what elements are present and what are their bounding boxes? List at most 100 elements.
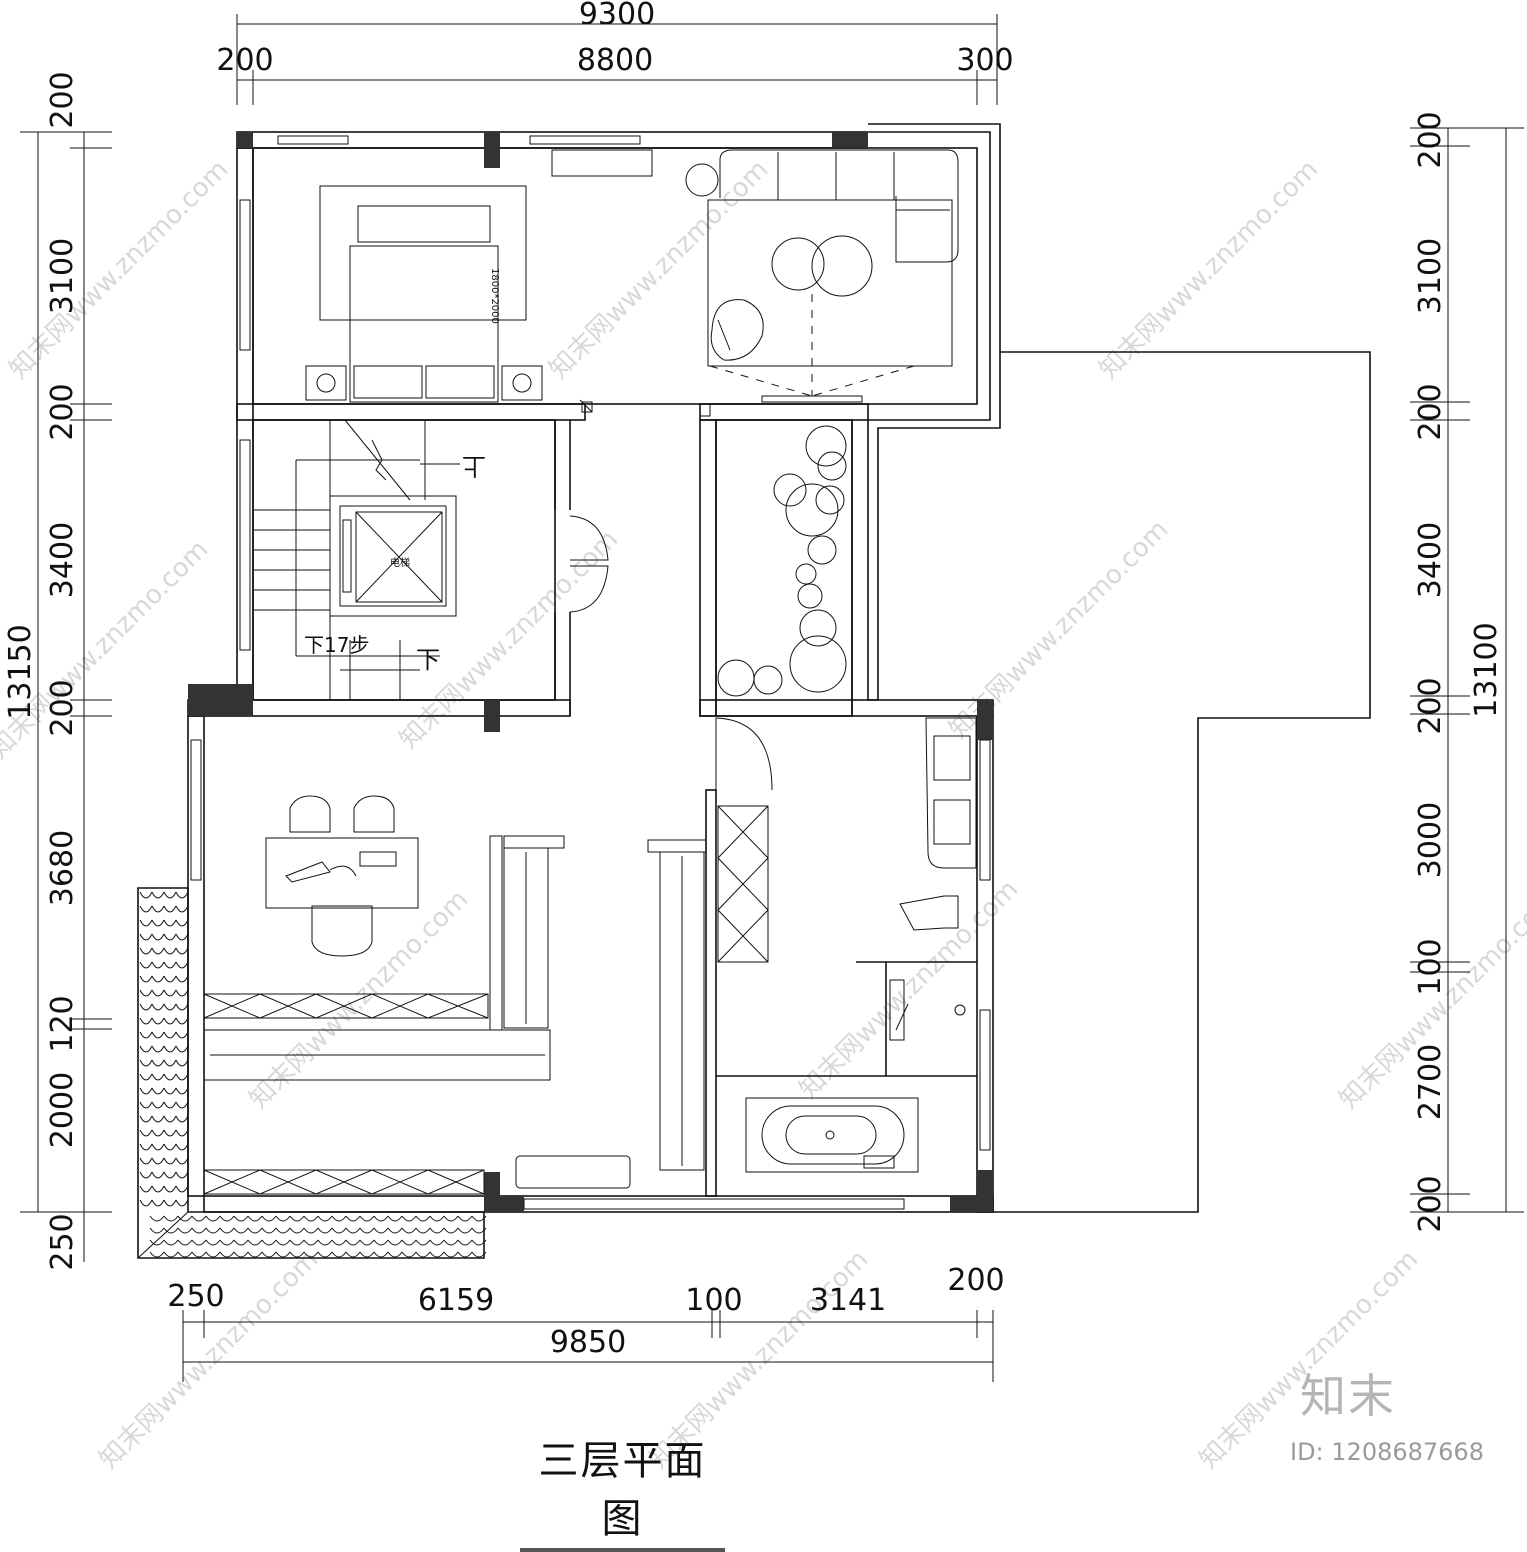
roof-tile bbox=[275, 1239, 291, 1246]
roof-tile bbox=[317, 1251, 333, 1258]
dim-right-seg: 2700 bbox=[1413, 1044, 1448, 1120]
roof-tile bbox=[163, 1031, 177, 1039]
roof-tile bbox=[177, 1227, 193, 1234]
dim-right-seg: 200 bbox=[1413, 383, 1448, 440]
roof-tile bbox=[401, 1227, 417, 1234]
roof-tile bbox=[139, 1171, 153, 1179]
roof-tile bbox=[415, 1251, 431, 1258]
roof-tile bbox=[151, 1115, 165, 1123]
roof-tile bbox=[345, 1227, 361, 1234]
roof-tile bbox=[163, 1045, 177, 1053]
roof-tile bbox=[139, 961, 153, 969]
roof-tile bbox=[359, 1227, 375, 1234]
roof-tile bbox=[163, 1239, 179, 1246]
roof-tile bbox=[219, 1251, 235, 1258]
dim-left-overall: 13150 bbox=[3, 624, 38, 719]
roof-tile bbox=[175, 905, 189, 913]
roof-tile bbox=[429, 1227, 445, 1234]
dim-bottom-a: 250 bbox=[167, 1279, 224, 1314]
roof-tile bbox=[151, 989, 165, 997]
roof-tile bbox=[233, 1215, 249, 1222]
roof-tile bbox=[191, 1215, 207, 1222]
roof-tile bbox=[163, 891, 177, 899]
dim-left-seg: 250 bbox=[45, 1213, 80, 1270]
roof-tile bbox=[151, 1185, 165, 1193]
roof-tile bbox=[303, 1215, 319, 1222]
roof-tile bbox=[177, 1215, 193, 1222]
bathroom-fixtures bbox=[745, 717, 977, 1173]
roof-tile bbox=[261, 1215, 277, 1222]
study-furniture bbox=[265, 795, 419, 957]
roof-tile bbox=[163, 1185, 177, 1193]
roof-tile bbox=[163, 989, 177, 997]
roof-tile bbox=[331, 1239, 347, 1246]
roof-tile bbox=[139, 1031, 153, 1039]
lounge-set bbox=[685, 149, 959, 403]
roof-tile bbox=[175, 1087, 189, 1095]
roof-tile bbox=[175, 1115, 189, 1123]
roof-tile bbox=[175, 1017, 189, 1025]
roof-tile bbox=[151, 947, 165, 955]
roof-tile bbox=[163, 1101, 177, 1109]
roof-tile bbox=[151, 1059, 165, 1067]
roof-tile bbox=[139, 1059, 153, 1067]
roof-tile bbox=[191, 1251, 207, 1258]
roof-tile bbox=[415, 1227, 431, 1234]
roof-tile bbox=[359, 1239, 375, 1246]
roof-tile bbox=[163, 1157, 177, 1165]
dim-right-seg: 200 bbox=[1413, 1175, 1448, 1232]
roof-tile bbox=[177, 1239, 193, 1246]
roof-tile bbox=[373, 1251, 389, 1258]
roof-tile bbox=[151, 1157, 165, 1165]
roof-tile bbox=[191, 1227, 207, 1234]
roof-tile bbox=[401, 1239, 417, 1246]
roof-tile bbox=[219, 1215, 235, 1222]
dim-bottom-d: 3141 bbox=[810, 1283, 886, 1318]
dim-right-overall: 13100 bbox=[1469, 622, 1504, 717]
roof-tile bbox=[139, 947, 153, 955]
roof-tile bbox=[331, 1227, 347, 1234]
id-watermark: ID: 1208687668 bbox=[1290, 1438, 1484, 1466]
roof-tile bbox=[331, 1215, 347, 1222]
roof-tile bbox=[151, 975, 165, 983]
roof-tile bbox=[457, 1239, 473, 1246]
bed-size-label: 1800*2000 bbox=[489, 268, 500, 324]
roof-tile bbox=[205, 1239, 221, 1246]
roof-tile bbox=[175, 1185, 189, 1193]
roof-tile bbox=[175, 919, 189, 927]
roof-tile bbox=[175, 1003, 189, 1011]
roof-tile bbox=[471, 1215, 487, 1222]
roof-tile bbox=[373, 1227, 389, 1234]
dim-top-middle: 8800 bbox=[577, 43, 653, 78]
roof-tile bbox=[163, 1087, 177, 1095]
roof-tile bbox=[163, 1171, 177, 1179]
dim-top-overall: 9300 bbox=[579, 0, 655, 32]
roof-tile bbox=[457, 1215, 473, 1222]
roof-tile bbox=[139, 1045, 153, 1053]
roof-tile bbox=[415, 1239, 431, 1246]
roof-tile bbox=[247, 1227, 263, 1234]
roof-tile bbox=[275, 1227, 291, 1234]
roof-tile bbox=[163, 933, 177, 941]
roof-tile bbox=[387, 1239, 403, 1246]
roof-tile bbox=[387, 1251, 403, 1258]
dim-right-seg: 3100 bbox=[1413, 238, 1448, 314]
roof-tile bbox=[163, 1073, 177, 1081]
roof-tile bbox=[163, 947, 177, 955]
roof-tile bbox=[317, 1239, 333, 1246]
roof-tile bbox=[317, 1215, 333, 1222]
roof-tile bbox=[163, 1129, 177, 1137]
roof-tile bbox=[359, 1215, 375, 1222]
roof-tile bbox=[163, 1251, 179, 1258]
dim-right-seg: 200 bbox=[1413, 677, 1448, 734]
roof-tile bbox=[175, 1157, 189, 1165]
roof-tile bbox=[151, 1087, 165, 1095]
roof-tile bbox=[471, 1239, 487, 1246]
roof-tile bbox=[177, 1251, 193, 1258]
roof-tile bbox=[233, 1251, 249, 1258]
roof-tile bbox=[175, 975, 189, 983]
dim-left-seg: 200 bbox=[45, 383, 80, 440]
roof-tile bbox=[163, 975, 177, 983]
roof-tile bbox=[247, 1239, 263, 1246]
dim-right-seg: 3000 bbox=[1413, 802, 1448, 878]
